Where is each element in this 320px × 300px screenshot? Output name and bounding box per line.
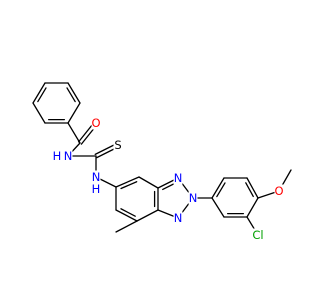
double-bond-c16-c17 [211, 177, 225, 199]
atom-label-background [91, 116, 101, 130]
single-bond-c4-c7 [67, 122, 81, 144]
double-bond-c1-c2 [32, 82, 46, 104]
double-bond-c18-c19 [246, 177, 259, 199]
atom-label-background [188, 191, 198, 205]
atom-label-o1: O [91, 116, 100, 130]
double-bond-c5-c6-inner [66, 87, 76, 103]
atom-label-cl1: Cl [252, 228, 263, 242]
hydrogen-label-n1: H [53, 149, 62, 163]
atom-label-o2: O [274, 184, 283, 198]
double-bond-c16-c17-inner [216, 182, 226, 198]
single-bond-c19-c20 [246, 197, 259, 218]
atom-label-background [91, 170, 101, 184]
double-bond-c9-c10-inner [120, 181, 138, 190]
hydrogen-label-n2: H [92, 182, 101, 196]
atom-label-background [173, 211, 183, 225]
single-bond-c12-c13 [136, 209, 159, 222]
atom-label-n4: N [189, 191, 198, 205]
bond-layer [32, 82, 292, 236]
atom-label-background [113, 138, 123, 152]
atom-label-background [250, 228, 266, 242]
atom-label-s1: S [114, 138, 121, 152]
double-bond-c13-c14-inner [120, 208, 136, 217]
hydrogen-label-background [52, 149, 62, 163]
atom-label-background [173, 171, 183, 185]
double-bond-c13-c14 [115, 209, 138, 222]
single-bond-c4-c5 [67, 102, 81, 124]
atom-label-n5: N [174, 211, 183, 225]
single-bond-c10-c11 [138, 176, 159, 189]
single-bond-c2-c3 [32, 102, 46, 124]
atom-label-n1: N [64, 149, 73, 163]
single-bond-c13-c15 [115, 220, 138, 233]
hydrogen-label-background [91, 182, 101, 196]
double-bond-c9-c10 [115, 176, 140, 188]
single-bond-c21-c16 [211, 197, 225, 218]
atom-label-background [63, 149, 73, 163]
double-bond-c1-c2-inner [37, 87, 47, 103]
atom-label-background [274, 184, 284, 198]
atom-label-n3: N [174, 171, 183, 185]
double-bond-c5-c6 [67, 82, 81, 104]
atom-label-n2: N [92, 170, 101, 184]
double-bond-c18-c19-inner [245, 182, 254, 198]
